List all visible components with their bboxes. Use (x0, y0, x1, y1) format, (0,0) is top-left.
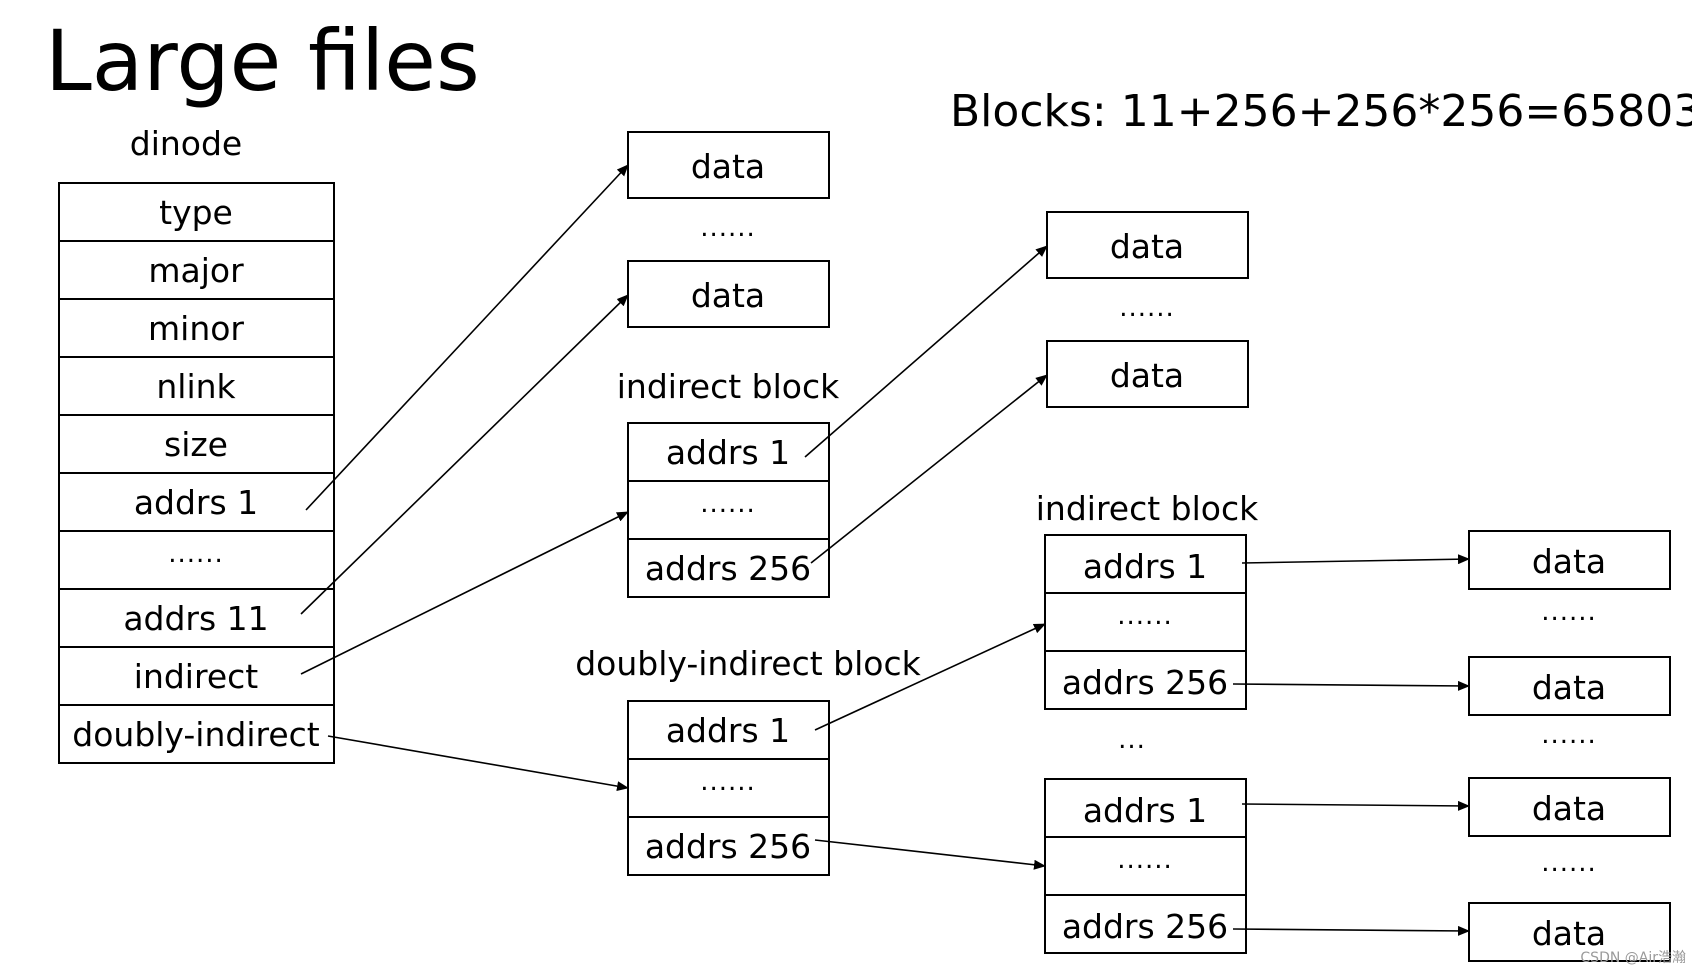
doubly-indirect-block: addrs 1 ...... addrs 256 (627, 700, 830, 876)
indirect-row-addrs-1: addrs 1 (666, 433, 790, 472)
arrow-indirect-addrs256-to-data (810, 374, 1048, 564)
dinode-field-type: type (159, 193, 233, 232)
dinode-field-addrs-11: addrs 11 (123, 599, 268, 638)
block-b-row-addrs-256: addrs 256 (1062, 907, 1228, 946)
second-level-indirect-label: indirect block (1036, 489, 1259, 528)
leaf-data-a2-label: data (1532, 668, 1606, 707)
indirect-data-ellipsis: ...... (1119, 293, 1175, 323)
leaf-data-between-ellipsis: ...... (1541, 720, 1597, 750)
dinode-field-major: major (148, 251, 244, 290)
second-level-block-b: addrs 1 ...... addrs 256 (1044, 778, 1247, 954)
dinode-field-ellipsis: ...... (168, 539, 224, 569)
arrow-block-b-addrs256-to-data (1232, 925, 1470, 936)
dinode-field-indirect: indirect (134, 657, 258, 696)
doubly-row-addrs-1: addrs 1 (666, 711, 790, 750)
indirect-data-block-2 (1046, 340, 1249, 408)
leaf-data-b1-label: data (1532, 789, 1606, 828)
second-level-block-a: addrs 1 ...... addrs 256 (1044, 534, 1247, 710)
dinode-field-doubly-indirect: doubly-indirect (72, 715, 320, 754)
blocks-formula: Blocks: 11+256+256*256=65803 (950, 86, 1692, 137)
arrow-addrs1-to-data (305, 164, 629, 511)
block-b-row-ellipsis: ...... (1117, 845, 1173, 875)
dinode-field-size: size (164, 425, 228, 464)
arrow-doubly-to-doubly-block (327, 735, 629, 792)
leaf-data-a1-label: data (1532, 542, 1606, 581)
indirect-data-label-2: data (1110, 356, 1184, 395)
direct-data-block-2 (627, 260, 830, 328)
indirect-row-ellipsis: ...... (700, 489, 756, 519)
arrow-doubly-addrs1-to-block-a (814, 623, 1046, 731)
direct-data-label-1: data (691, 147, 765, 186)
doubly-row-ellipsis: ...... (700, 767, 756, 797)
block-b-row-addrs-1: addrs 1 (1083, 791, 1207, 830)
dinode-label: dinode (130, 124, 242, 163)
indirect-data-label-1: data (1110, 227, 1184, 266)
block-a-row-addrs-1: addrs 1 (1083, 547, 1207, 586)
block-a-row-ellipsis: ...... (1117, 601, 1173, 631)
leaf-data-b-ellipsis: ...... (1541, 848, 1597, 878)
second-level-gap: ... (1118, 725, 1146, 755)
arrow-doubly-addrs256-to-block-b (814, 839, 1046, 870)
arrow-block-b-addrs1-to-data (1241, 800, 1470, 811)
dinode-table: type major minor nlink size addrs 1 ....… (58, 182, 335, 764)
arrow-block-a-addrs256-to-data (1232, 680, 1470, 691)
direct-data-ellipsis: ...... (700, 213, 756, 243)
dinode-field-nlink: nlink (156, 367, 236, 406)
arrow-addrs11-to-data (300, 294, 629, 615)
direct-data-label-2: data (691, 276, 765, 315)
indirect-row-addrs-256: addrs 256 (645, 549, 811, 588)
doubly-indirect-block-label: doubly-indirect block (575, 644, 921, 683)
watermark: CSDN @Air浩瀚 (1580, 950, 1686, 966)
arrow-block-a-addrs1-to-data (1241, 554, 1470, 565)
arrows (300, 164, 1470, 936)
leaf-data-b2-label: data (1532, 914, 1606, 953)
dinode-field-addrs-1: addrs 1 (134, 483, 258, 522)
arrow-indirect-to-indirect-block (300, 511, 629, 675)
dinode-field-minor: minor (148, 309, 244, 348)
doubly-row-addrs-256: addrs 256 (645, 827, 811, 866)
block-a-row-addrs-256: addrs 256 (1062, 663, 1228, 702)
indirect-block-label: indirect block (617, 367, 840, 406)
leaf-data-a-ellipsis: ...... (1541, 597, 1597, 627)
page-title: Large files (45, 12, 480, 110)
arrow-indirect-addrs1-to-data (804, 245, 1048, 458)
indirect-block: addrs 1 ...... addrs 256 (627, 422, 830, 598)
indirect-data-block-1 (1046, 211, 1249, 279)
